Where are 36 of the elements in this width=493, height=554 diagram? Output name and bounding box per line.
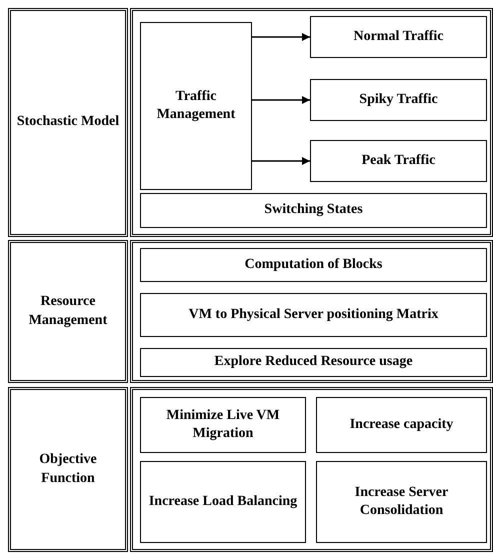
arrow bbox=[252, 33, 310, 41]
box-label: Spiky Traffic bbox=[358, 90, 439, 109]
section-label-box bbox=[8, 387, 128, 552]
process-box bbox=[310, 140, 487, 182]
box-label: Objective Function bbox=[38, 451, 98, 488]
process-box bbox=[140, 461, 306, 543]
box-label: Increase capacity bbox=[348, 416, 454, 434]
box-label: Increase Server Consolidation bbox=[354, 484, 450, 520]
box-label: Normal Traffic bbox=[352, 28, 445, 46]
process-box bbox=[140, 193, 487, 228]
section-panel bbox=[130, 387, 493, 552]
box-label: VM to Physical Server positioning Matrix bbox=[188, 306, 440, 324]
box-label: Minimize Live VM Migration bbox=[165, 406, 281, 443]
process-box bbox=[140, 348, 487, 377]
section-label-box bbox=[8, 8, 128, 237]
box-label: Stochastic Model bbox=[16, 113, 120, 132]
process-box bbox=[140, 248, 487, 282]
arrow bbox=[252, 157, 310, 165]
box-label: Traffic Management bbox=[156, 88, 236, 124]
section-panel bbox=[130, 8, 493, 237]
box-label: Resource Management bbox=[28, 293, 108, 330]
box-label: Peak Traffic bbox=[360, 152, 436, 170]
process-box bbox=[316, 461, 487, 543]
box-label: Switching States bbox=[263, 201, 364, 220]
process-box bbox=[310, 79, 487, 121]
section-panel bbox=[130, 240, 493, 383]
process-box bbox=[316, 397, 487, 453]
section-label-box bbox=[8, 240, 128, 383]
process-box bbox=[140, 293, 487, 337]
box-label: Increase Load Balancing bbox=[148, 492, 298, 511]
process-box bbox=[140, 397, 306, 453]
box-label: Explore Reduced Resource usage bbox=[213, 353, 414, 372]
process-box bbox=[310, 16, 487, 58]
box-label: Computation of Blocks bbox=[244, 256, 384, 274]
arrow bbox=[252, 96, 310, 104]
process-box bbox=[140, 22, 252, 190]
